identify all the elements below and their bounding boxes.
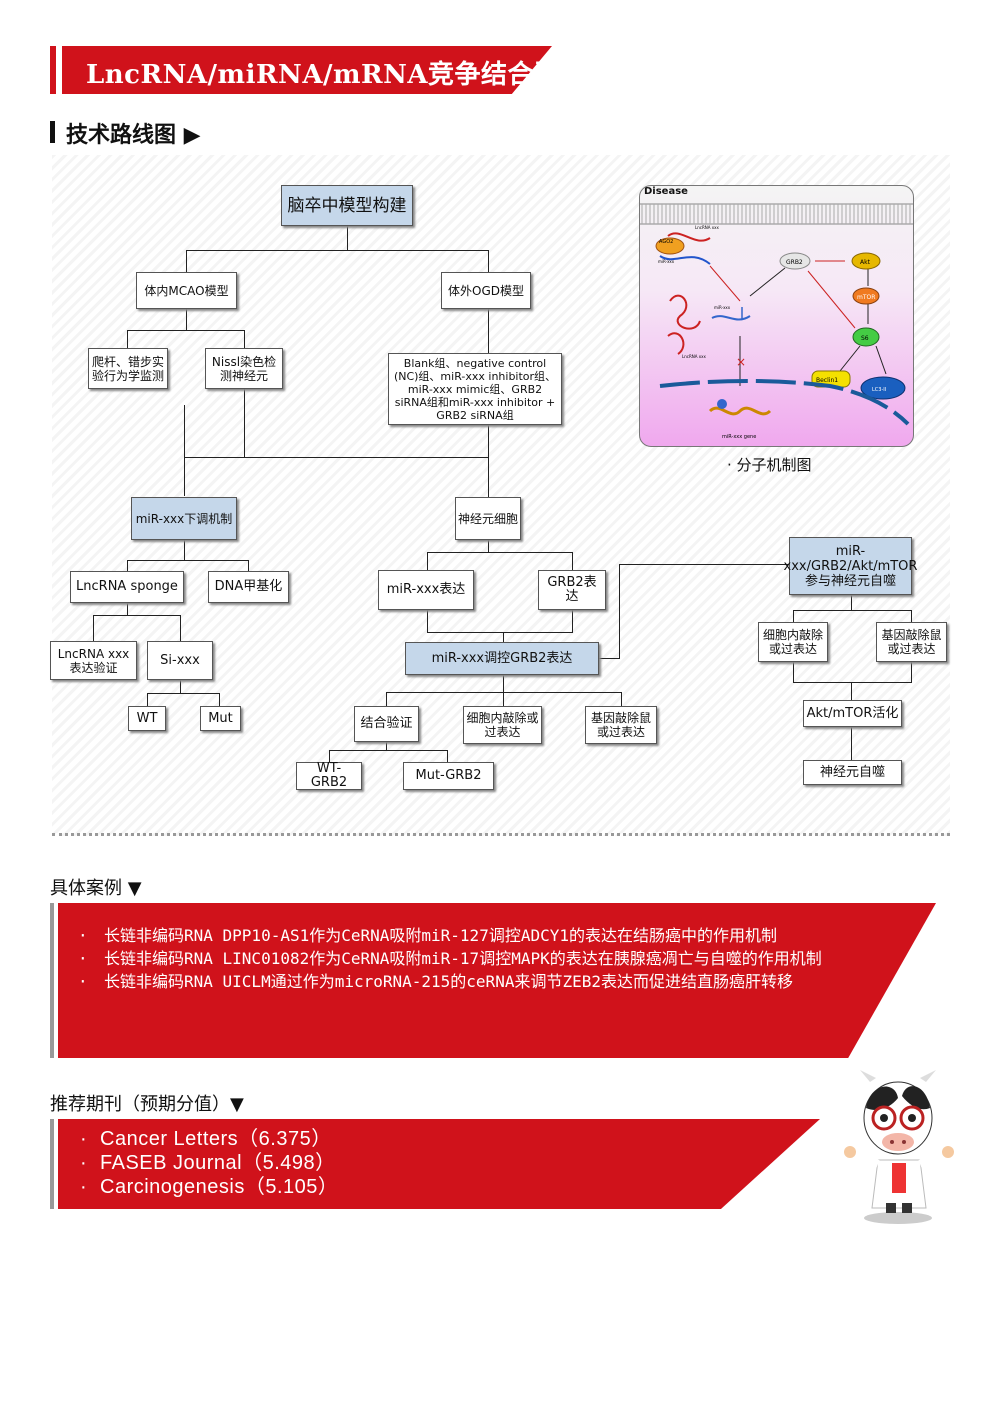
flow-akt-activation: Akt/mTOR活化 (803, 700, 902, 727)
mech-grb2: GRB2 (786, 259, 803, 266)
cow-mascot-icon (844, 1070, 954, 1224)
flow-cell-knockout: 细胞内敲除或过表达 (463, 706, 542, 744)
roadmap-title: 技术路线图 ▶ (66, 122, 201, 148)
case-text: 长链非编码RNA DPP10-AS1作为CeRNA吸附miR-127调控ADCY… (104, 926, 777, 945)
flow-downregulation: miR-xxx下调机制 (131, 497, 237, 540)
journal-text: FASEB Journal（5.498） (100, 1152, 336, 1174)
mech-mir-2: miR-xxx (714, 305, 731, 310)
mech-s6: S6 (861, 335, 869, 342)
case-item: · 长链非编码RNA LINC01082作为CeRNA吸附miR-17调控MAP… (78, 947, 868, 970)
mech-ago2: AGO2 (659, 239, 673, 245)
case-item: · 长链非编码RNA UICLM通过作为microRNA-215的ceRNA来调… (78, 970, 824, 993)
mech-lncrna-top: LncRNA xxx (695, 225, 719, 230)
mech-akt: Akt (860, 259, 871, 266)
journals-list: · Cancer Letters（6.375） · FASEB Journal（… (80, 1127, 338, 1199)
flow-cell-knockout-2: 细胞内敲除或过表达 (758, 622, 828, 662)
flow-invitro-ogd: 体外OGD模型 (441, 272, 531, 309)
svg-text:×: × (736, 355, 746, 369)
flow-binding-verify: 结合验证 (354, 706, 419, 742)
mech-beclin: Beclin1 (816, 377, 838, 384)
journals-edge (50, 1119, 54, 1209)
journal-item: · Cancer Letters（6.375） (80, 1128, 332, 1150)
cases-edge (50, 903, 54, 1058)
journal-text: Carcinogenesis（5.105） (100, 1176, 339, 1198)
cases-title: 具体案例 ▼ (50, 878, 142, 899)
mechanism-label: Disease (644, 186, 688, 197)
mechanism-diagram: Disease × (639, 185, 914, 447)
title-banner (50, 46, 552, 94)
page-title: LncRNA/miRNA/mRNA竞争结合型 (86, 60, 561, 90)
flow-mir-expression: miR-xxx表达 (378, 570, 474, 610)
mech-lncrna-mid: LncRNA xxx (682, 354, 706, 359)
journal-item: · FASEB Journal（5.498） (80, 1152, 336, 1174)
flow-dna-methylation: DNA甲基化 (208, 571, 289, 603)
flow-grb2-expression: GRB2表达 (538, 570, 606, 610)
flow-mouse-knockout-2: 基因敲除鼠或过表达 (876, 622, 947, 662)
mech-mtor: mTOR (857, 294, 875, 301)
flow-lncrna-sponge: LncRNA sponge (70, 571, 184, 603)
case-text: 长链非编码RNA LINC01082作为CeRNA吸附miR-17调控MAPK的… (104, 949, 822, 968)
cases-panel (58, 903, 936, 1058)
flow-pathway-autophagy: miR-xxx/GRB2/Akt/mTOR参与神经元自噬 (784, 537, 917, 595)
case-text: 长链非编码RNA UICLM通过作为microRNA-215的ceRNA来调节Z… (104, 972, 793, 991)
journals-panel (58, 1119, 820, 1209)
case-item: · 长链非编码RNA DPP10-AS1作为CeRNA吸附miR-127调控AD… (78, 926, 777, 945)
flow-nissl-staining: Nissl染色检测神经元 (205, 348, 283, 389)
flow-invivo-mcao: 体内MCAO模型 (136, 272, 237, 309)
flow-behavior-test: 爬杆、错步实验行为学监测 (88, 348, 168, 389)
cases-list: · 长链非编码RNA DPP10-AS1作为CeRNA吸附miR-127调控AD… (78, 924, 878, 993)
flow-mut: Mut (200, 706, 241, 731)
journal-item: · Carcinogenesis（5.105） (80, 1176, 339, 1198)
section-bar (50, 121, 55, 143)
flow-mut-grb2: Mut-GRB2 (403, 762, 494, 790)
flow-neuron-cell: 神经元细胞 (455, 497, 521, 540)
journals-title: 推荐期刊（预期分值）▼ (50, 1094, 244, 1115)
title-accent (56, 46, 62, 94)
flow-mir-regulates-grb2: miR-xxx调控GRB2表达 (405, 642, 599, 675)
flow-root-model: 脑卒中模型构建 (281, 185, 413, 226)
flow-mouse-knockout: 基因敲除鼠或过表达 (585, 706, 657, 744)
flow-wt-grb2: WT-GRB2 (296, 762, 362, 790)
mech-mir: miR-xxx (658, 259, 675, 264)
mech-gene: miR-xxx gene (722, 434, 756, 440)
flow-si-xxx: Si-xxx (147, 641, 213, 680)
mechanism-caption: · 分子机制图 (727, 456, 812, 474)
flow-experiment-groups: Blank组、negative control (NC)组、miR-xxx in… (388, 353, 562, 425)
flow-lncrna-verify: LncRNA xxx表达验证 (50, 641, 137, 680)
flow-wt: WT (128, 706, 166, 731)
mechanism-illustration: × AGO2 LncRNA xxx miR-xxx miR-xxx LncRNA… (640, 203, 913, 440)
journal-text: Cancer Letters（6.375） (100, 1128, 332, 1150)
mech-lc3: LC3-II (872, 387, 886, 393)
flow-neuron-autophagy: 神经元自噬 (803, 760, 902, 785)
